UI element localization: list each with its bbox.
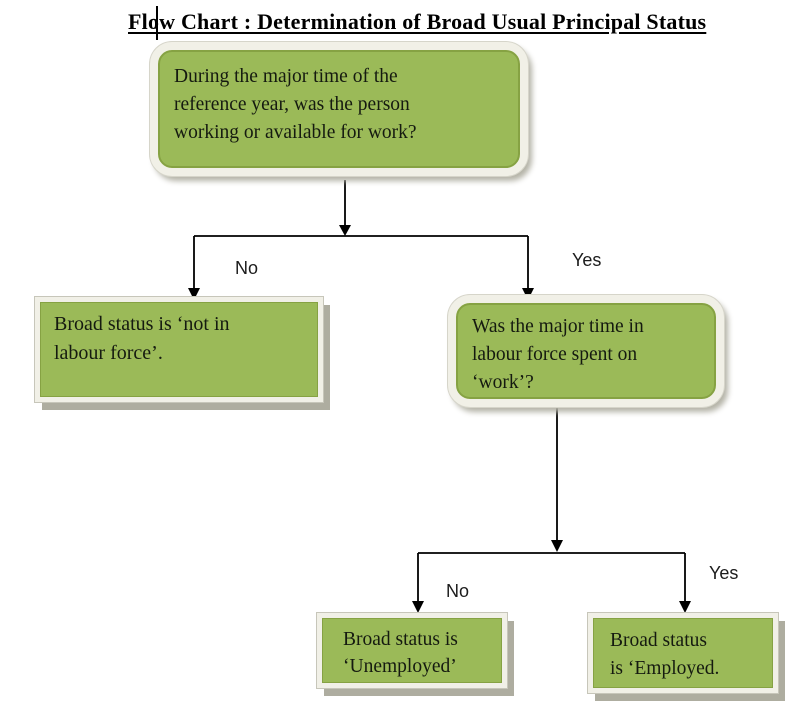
node-text-line: Broad status is	[343, 629, 458, 650]
arrowhead-branch2-right	[679, 601, 691, 613]
node-text-line: During the major time of the	[174, 66, 398, 87]
node-text-line: reference year, was the person	[174, 94, 410, 115]
text-cursor	[156, 6, 158, 40]
node-text-line: Broad status is ‘not in	[54, 313, 230, 335]
node-unemployed[interactable]: Broad status is ‘Unemployed’	[317, 613, 507, 688]
node-text-line: ‘work’?	[472, 372, 534, 393]
node-text-line: is ‘Employed.	[610, 658, 720, 679]
node-question-reference-year[interactable]: During the major time of the reference y…	[150, 42, 528, 176]
branch-label-yes-1: Yes	[572, 250, 602, 270]
arrowhead-q2-down	[551, 540, 563, 552]
node-text-line: labour force’.	[54, 342, 163, 364]
node-question-labour-force-work[interactable]: Was the major time in labour force spent…	[448, 295, 724, 407]
node-not-in-labour-force[interactable]: Broad status is ‘not in labour force’.	[35, 297, 323, 402]
node-text-line: labour force spent on	[472, 344, 638, 365]
arrowhead-q1-down	[339, 225, 351, 236]
node-text-line: Broad status	[610, 630, 707, 651]
node-text-line: Was the major time in	[472, 316, 644, 337]
node-text-line: ‘Unemployed’	[343, 656, 457, 677]
flowchart-title: Flow Chart : Determination of Broad Usua…	[128, 9, 707, 34]
node-text-line: working or available for work?	[174, 122, 417, 143]
branch-label-yes-2: Yes	[709, 563, 739, 583]
branch-label-no-1: No	[235, 258, 259, 278]
node-employed[interactable]: Broad status is ‘Employed.	[588, 613, 778, 693]
arrowhead-branch2-left	[412, 601, 424, 613]
branch-label-no-2: No	[446, 581, 470, 601]
